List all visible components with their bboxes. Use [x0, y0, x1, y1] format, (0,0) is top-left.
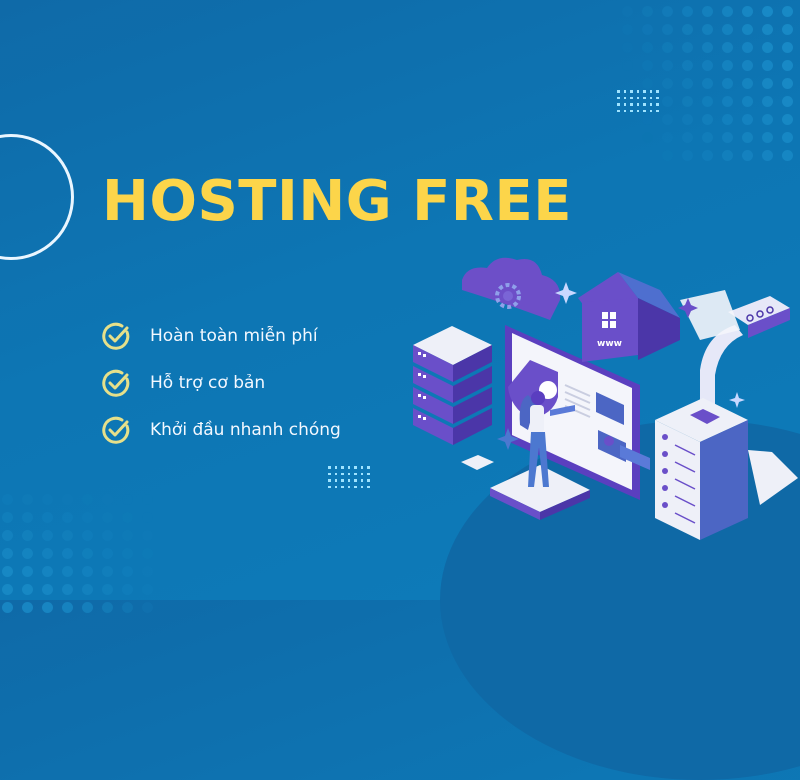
dot-pattern-bottom-left	[0, 470, 160, 613]
printer-paper-icon	[680, 290, 790, 410]
woman-figure	[490, 391, 590, 520]
feature-item: Hoàn toàn miễn phí	[100, 318, 341, 354]
check-circle-icon	[102, 416, 130, 444]
house-www-icon: www	[578, 272, 680, 362]
feature-label: Hỗ trợ cơ bản	[150, 373, 266, 393]
svg-text:www: www	[597, 339, 622, 349]
cloud-gear-icon	[462, 257, 561, 320]
feature-item: Khởi đầu nhanh chóng	[100, 412, 341, 448]
feature-label: Khởi đầu nhanh chóng	[150, 420, 341, 440]
check-circle-icon	[102, 369, 130, 397]
dot-pattern-top-right	[600, 0, 800, 161]
server-tower-icon	[655, 398, 798, 540]
small-tile	[461, 455, 494, 470]
feature-item: Hỗ trợ cơ bản	[100, 365, 341, 401]
banner-title: HOSTING FREE	[102, 169, 573, 234]
hosting-illustration: www	[413, 257, 798, 540]
decorative-ring	[0, 134, 74, 260]
feature-label: Hoàn toàn miễn phí	[150, 326, 318, 346]
server-stack-icon	[413, 326, 492, 445]
sparkle-icon	[497, 282, 745, 450]
small-dot-grid	[617, 90, 663, 116]
check-circle-icon	[102, 322, 130, 350]
feature-list: Hoàn toàn miễn phí Hỗ trợ cơ bản Khởi đầ…	[100, 318, 341, 459]
small-dot-grid	[328, 466, 374, 492]
